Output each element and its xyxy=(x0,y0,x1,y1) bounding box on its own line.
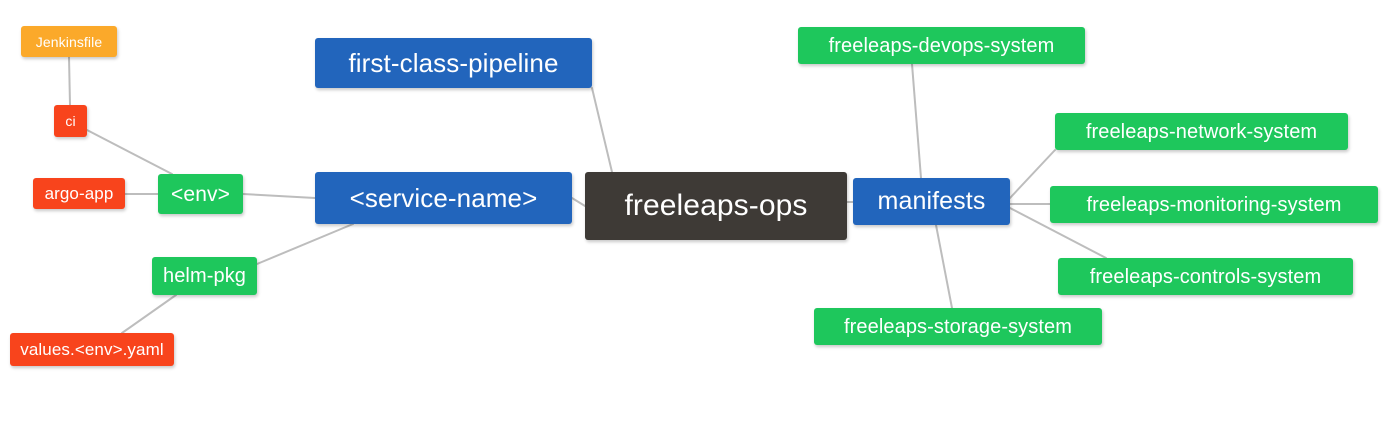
node-ci[interactable]: ci xyxy=(54,105,87,137)
node-values[interactable]: values.<env>.yaml xyxy=(10,333,174,366)
node-network[interactable]: freeleaps-network-system xyxy=(1055,113,1348,150)
edge-jenkinsfile-to-ci xyxy=(68,56,71,106)
node-controls[interactable]: freeleaps-controls-system xyxy=(1058,258,1353,295)
edge-helm-to-values xyxy=(121,294,177,334)
node-env[interactable]: <env> xyxy=(158,174,243,214)
edge-service-to-env xyxy=(242,193,316,199)
node-devops[interactable]: freeleaps-devops-system xyxy=(798,27,1085,64)
node-service[interactable]: <service-name> xyxy=(315,172,572,224)
edge-manifests-to-devops xyxy=(911,63,922,179)
node-helm[interactable]: helm-pkg xyxy=(152,257,257,295)
node-jenkinsfile[interactable]: Jenkinsfile xyxy=(21,26,117,57)
edge-manifests-to-network xyxy=(1009,149,1056,199)
node-pipeline[interactable]: first-class-pipeline xyxy=(315,38,592,88)
node-root[interactable]: freeleaps-ops xyxy=(585,172,847,240)
node-storage[interactable]: freeleaps-storage-system xyxy=(814,308,1102,345)
edge-root-to-service xyxy=(571,197,586,207)
node-argo[interactable]: argo-app xyxy=(33,178,125,209)
edge-service-to-helm xyxy=(256,223,354,265)
edge-env-to-ci xyxy=(86,129,173,175)
node-monitoring[interactable]: freeleaps-monitoring-system xyxy=(1050,186,1378,223)
edge-root-to-pipeline xyxy=(591,87,613,173)
node-manifests[interactable]: manifests xyxy=(853,178,1010,225)
edge-manifests-to-storage xyxy=(935,224,953,309)
